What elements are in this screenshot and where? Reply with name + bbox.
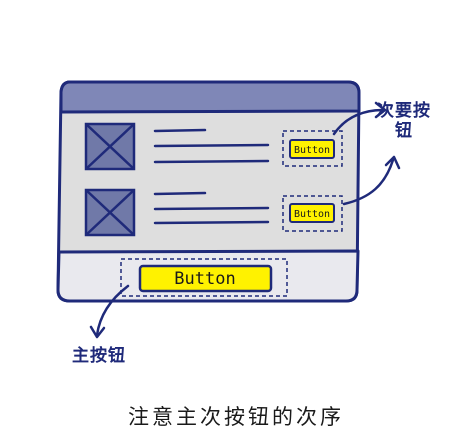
secondary-button[interactable]: Button [289, 203, 335, 223]
list-item: Button [84, 188, 343, 237]
diagram-caption: 注意主次按钮的次序 [128, 405, 344, 429]
text-placeholder-lines [153, 128, 270, 164]
image-placeholder-icon [84, 188, 136, 237]
secondary-button-dashed-group [282, 195, 343, 232]
secondary-button[interactable]: Button [289, 139, 335, 159]
image-placeholder-icon [84, 122, 136, 171]
arrow-icon [332, 101, 387, 136]
secondary-button-label: Button [294, 145, 330, 156]
primary-button[interactable]: Button [138, 264, 273, 293]
list-item: Button [84, 122, 343, 171]
primary-button-annotation: 主按钮 [72, 346, 126, 366]
arrow-icon [342, 155, 401, 206]
primary-button-dashed-group [120, 258, 288, 297]
primary-button-label: Button [174, 269, 235, 289]
window-titlebar [59, 80, 361, 114]
secondary-button-dashed-group [282, 130, 343, 167]
text-placeholder-lines [153, 191, 270, 225]
secondary-button-annotation: 次要按钮 [377, 101, 431, 141]
secondary-button-label: Button [294, 209, 330, 220]
arrow-icon [89, 284, 130, 339]
